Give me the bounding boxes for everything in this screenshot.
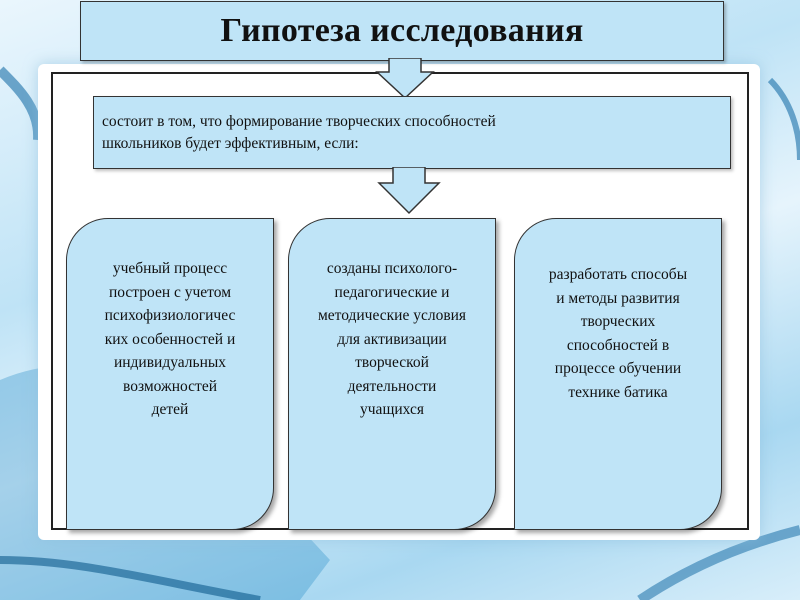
card-line: педагогические и <box>334 283 450 301</box>
card-line: методические условия <box>317 307 467 324</box>
arrow-down-icon <box>375 58 435 100</box>
card-line: учебный процесс <box>112 260 228 277</box>
card-line: возможностей <box>122 377 217 395</box>
condition-card-1: учебный процесс построен с учетом психоф… <box>66 218 274 530</box>
card-line: способностей в <box>566 336 670 354</box>
card-line: учащихся <box>360 401 424 418</box>
hypothesis-line: состоит в том, что формирование творческ… <box>102 113 496 130</box>
card-line: творческих <box>580 313 656 330</box>
condition-card-2: созданы психолого- педагогические и мето… <box>288 218 496 530</box>
condition-card-3: разработать способы и методы развития тв… <box>514 218 722 530</box>
title-box: Гипотеза исследования <box>80 1 724 61</box>
card-line: технике батика <box>568 383 668 401</box>
card-line: психофизиологичес <box>104 307 236 324</box>
card-line: разработать способы <box>548 266 688 283</box>
arrow-down-icon <box>377 167 441 215</box>
card-line: и методы развития <box>556 289 680 307</box>
card-line: процессе обучении <box>554 360 682 377</box>
card-line: для активизации <box>337 330 447 348</box>
card-line: индивидуальных <box>113 354 227 371</box>
card-line: построен с учетом <box>108 283 232 301</box>
card-line: детей <box>151 401 189 418</box>
card-line: созданы психолого- <box>326 260 458 277</box>
card-line: ких особенностей и <box>104 330 236 348</box>
hypothesis-box: состоит в том, что формирование творческ… <box>93 96 731 169</box>
hypothesis-line: школьников будет эффективным, если: <box>102 135 359 152</box>
page-title: Гипотеза исследования <box>220 12 584 49</box>
card-line: деятельности <box>347 377 437 395</box>
card-line: творческой <box>355 354 429 371</box>
